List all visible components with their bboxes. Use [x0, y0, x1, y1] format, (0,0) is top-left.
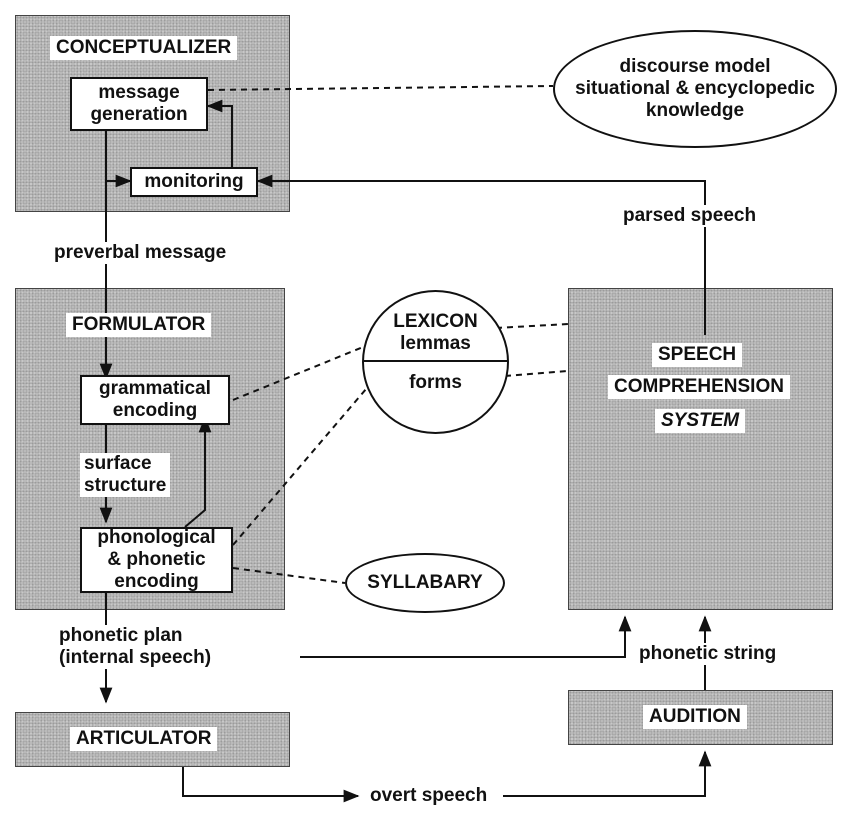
parsed-speech-label: parsed speech [619, 205, 761, 227]
lexicon-lemmas: lemmas [400, 333, 471, 354]
line-phonological-feedback [184, 416, 212, 528]
speech-comprehension-line1: SPEECH [652, 343, 743, 367]
lexicon-title: LEXICON [393, 311, 478, 332]
preverbal-message-label: preverbal message [50, 242, 231, 264]
grammatical-encoding-label: grammatical encoding [99, 378, 211, 421]
phonological-encoding-box: phonological & phonetic encoding [80, 527, 233, 593]
dashed-lemmas-grammatical [232, 344, 369, 401]
lexicon-divider [364, 360, 507, 362]
message-generation-box: message generation [70, 77, 208, 131]
dashed-lemmas-comprehension [495, 323, 569, 329]
syllabary-ellipse: SYLLABARY [345, 553, 505, 613]
dashed-forms-phonological [232, 374, 379, 546]
surface-structure-label: surface structure [80, 453, 171, 497]
discourse-model-label: discourse model situational & encycloped… [575, 56, 815, 121]
line-overt-speech-left [182, 767, 360, 803]
lexicon-circle [362, 290, 509, 434]
conceptualizer-title: CONCEPTUALIZER [50, 36, 238, 60]
dashed-discourse-link [207, 85, 554, 91]
audition-block [568, 690, 833, 745]
speech-comprehension-line2: COMPREHENSION [608, 375, 790, 399]
phonetic-string-label: phonetic string [635, 643, 781, 665]
phonetic-plan-label: phonetic plan (internal speech) [55, 625, 216, 669]
monitoring-box: monitoring [130, 167, 258, 197]
line-monitoring-feedback [206, 99, 233, 167]
line-parsed-speech [256, 174, 706, 335]
line-overt-speech-right [503, 750, 712, 797]
speech-comprehension-line3: SYSTEM [655, 409, 746, 433]
discourse-model-ellipse: discourse model situational & encycloped… [553, 30, 837, 148]
dashed-forms-comprehension [504, 370, 569, 377]
articulator-label: ARTICULATOR [70, 727, 218, 751]
monitoring-label: monitoring [144, 171, 244, 192]
dashed-syllabary [232, 567, 346, 584]
message-generation-label: message generation [90, 82, 188, 125]
grammatical-encoding-box: grammatical encoding [80, 375, 230, 425]
phonological-encoding-label: phonological & phonetic encoding [97, 527, 216, 592]
lexicon-forms: forms [409, 372, 462, 393]
line-internal-speech [300, 615, 632, 658]
overt-speech-label: overt speech [366, 785, 492, 807]
syllabary-label: SYLLABARY [367, 572, 483, 593]
speech-comprehension-block [568, 288, 833, 610]
formulator-title: FORMULATOR [66, 313, 212, 337]
formulator-block [15, 288, 285, 610]
audition-label: AUDITION [643, 705, 747, 729]
